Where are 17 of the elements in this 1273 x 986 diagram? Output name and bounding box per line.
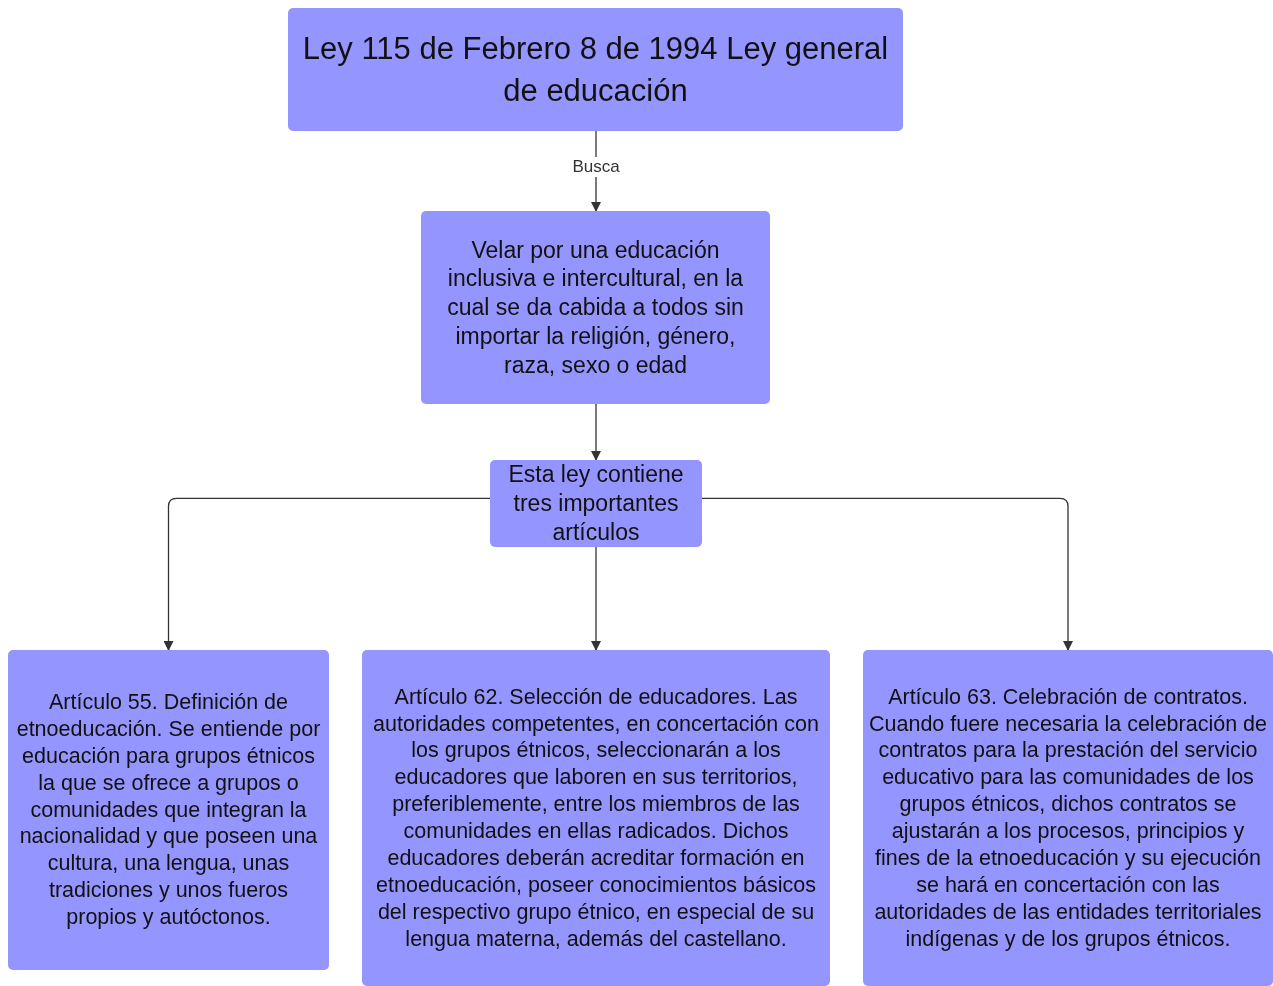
process-box [490, 460, 702, 547]
article-box [8, 650, 329, 970]
node-text: Artículo 55. Definición de etnoeducación. Se entiende por educación para grupos étnicos la que se ofrece a grupos o comunidades que integran la nacionalidad y que poseen una cultura, una lengua, unas tradiciones y unos fueros propios y autóctonos. [15, 689, 322, 931]
arrow [591, 546, 601, 651]
node-text: Esta ley contiene tres importantes artículos [507, 460, 685, 547]
edge-label: Busca [570, 157, 622, 177]
arrow [701, 497, 1073, 651]
title-box [288, 8, 903, 131]
arrow [591, 403, 601, 461]
node-text: Artículo 63. Celebración de contratos. Cuando fuere necesaria la celebración de contratos para la prestación del servicio educativo para las comunidades de los grupos étnicos, dichos contratos se ajustarán a los procesos, principios y fines de la etnoeducación y su ejecución se hará en concertación con las autoridades de las entidades territoriales indígenas y de los grupos étnicos. [868, 683, 1268, 953]
node-text: Velar por una educación inclusiva e intercultural, en la cual se da cabida a todos sin importar la religión, género, raza, sexo o edad [446, 235, 745, 380]
title-text: Ley 115 de Febrero 8 de 1994 Ley general de educación [301, 29, 890, 110]
article-box [362, 650, 830, 986]
arrow [163, 497, 491, 651]
article-box [863, 650, 1273, 986]
process-box [421, 211, 770, 404]
node-text: Artículo 62. Selección de educadores. Las autoridades competentes, en concertación con los grupos étnicos, seleccionarán a los educadores que laboren en sus territorios, preferiblemente, entre los miembros de las comunidades en ellas radicados. Dichos educadores deberán acreditar formación en etnoeducación, poseer conocimientos básicos del respectivo grupo étnico, en especial de su lengua materna, además del castellano. [372, 683, 820, 953]
